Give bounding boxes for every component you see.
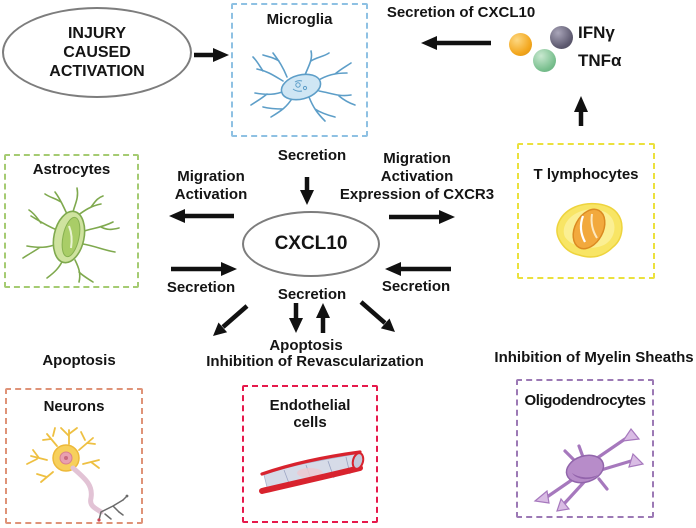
migration-activation-astrocytes-label: Migration Activation	[175, 168, 248, 204]
injury-line-1: INJURY	[67, 25, 127, 42]
expression-cxcr3-line: Expression of CXCR3	[339, 186, 495, 203]
arrow-cxcl10-to-oligodendrocytes	[359, 300, 395, 332]
astrocyte-cell-icon	[22, 187, 120, 283]
arrow-cxcl10-to-endothelial	[289, 303, 303, 333]
ifng-dot	[550, 26, 573, 49]
activation-line: Activation	[174, 186, 248, 203]
t-lymphocytes-box: T lymphocytes	[517, 143, 655, 279]
arrow-cxcl10-to-neurons	[213, 304, 249, 336]
endothelial-title: Endothelial cells	[244, 397, 376, 431]
ifng-label: IFNγ	[578, 23, 615, 42]
cxcl10-node: CXCL10	[242, 211, 380, 277]
secretion-tcells-label: Secretion	[381, 278, 451, 295]
oligodendrocytes-box: Oligodendrocytes	[516, 379, 654, 518]
secretion-of-cxcl10-label: Secretion of CXCL10	[386, 4, 536, 21]
microglia-cell-icon	[250, 50, 356, 122]
endothelial-box: Endothelial cells	[242, 385, 378, 523]
inhibition-myelin-sheaths-label: Inhibition of Myelin Sheaths	[494, 349, 694, 366]
oligodendrocytes-title: Oligodendrocytes	[524, 392, 646, 409]
arrow-endothelial-to-cxcl10	[316, 303, 330, 333]
arrow-cxcl10-to-astrocytes	[169, 209, 234, 223]
injury-line-3: ACTIVATION	[49, 63, 145, 80]
injury-line-2: CAUSED	[63, 44, 131, 61]
blood-vessel-icon	[259, 450, 365, 494]
arrow-injury-to-microglia	[194, 48, 229, 62]
astrocytes-title: Astrocytes	[32, 161, 111, 178]
migration-activation-tcells-label: Migration Activation Expression of CXCR3	[340, 150, 494, 204]
migration-line: Migration	[177, 168, 245, 185]
inhibition-revascularization-label: Inhibition of Revascularization	[206, 353, 424, 370]
secretion-microglia-label: Secretion	[277, 147, 347, 164]
endothelial-title-line-1: Endothelial	[269, 397, 351, 414]
astrocytes-box: Astrocytes	[4, 154, 139, 288]
secretion-center-label: Secretion	[277, 286, 347, 303]
microglia-box: Microglia	[231, 3, 368, 137]
t-lymphocyte-cell-icon	[556, 202, 623, 258]
endothelial-title-line-2: cells	[293, 414, 327, 431]
cxcl10-label: CXCL10	[274, 233, 348, 254]
neurons-title: Neurons	[43, 398, 105, 415]
injury-node: INJURY CAUSED ACTIVATION	[2, 7, 192, 98]
secretion-astrocytes-label: Secretion	[166, 279, 236, 296]
t-lymphocytes-title: T lymphocytes	[533, 166, 639, 183]
activation-line: Activation	[380, 168, 454, 185]
tnfa-dot	[533, 49, 556, 72]
arrow-tlymphocytes-to-cxcl10	[385, 262, 451, 276]
apoptosis-center-label: Apoptosis	[269, 337, 343, 354]
microglia-title: Microglia	[266, 11, 333, 28]
arrow-microglia-to-cxcl10	[300, 177, 314, 205]
cytokine-dot-orange	[509, 33, 532, 56]
neuron-cell-icon	[26, 427, 129, 522]
migration-line: Migration	[383, 150, 451, 167]
arrow-tlymphocytes-to-cytokines	[574, 96, 588, 126]
apoptosis-neurons-label: Apoptosis	[42, 352, 116, 369]
neurons-box: Neurons	[5, 388, 143, 524]
arrow-astrocytes-to-cxcl10	[171, 262, 237, 276]
arrow-cytokines-to-microglia	[421, 36, 491, 50]
arrow-cxcl10-to-tlymphocytes	[389, 210, 455, 224]
tnfa-label: TNFα	[578, 51, 622, 70]
oligodendrocyte-cell-icon	[533, 427, 645, 512]
